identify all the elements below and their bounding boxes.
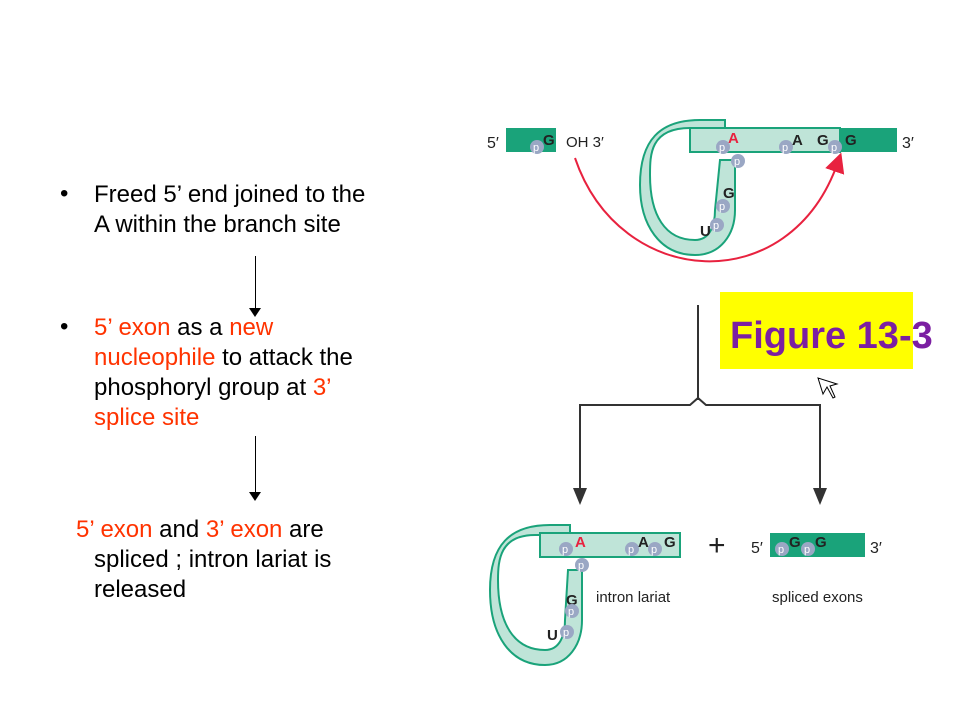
bottom-five-prime-label: 5′ [751,540,763,557]
top-g-exon: G [845,132,857,149]
flow-arrow-2-head [249,492,261,501]
result-three-prime-exon: 3’ exon [205,516,283,543]
top-p-circle-1 [716,140,730,154]
bottom-p-circle-5 [625,542,639,556]
result-are: are [282,516,324,543]
five-prime-exon-term: 5’ exon [94,314,171,341]
bullet-2-line-4: splice site [94,403,474,433]
spliced-exons-label: spliced exons [772,589,863,606]
bottom-exon-p-circle-1 [775,542,789,556]
flow-arrow-1-head [249,308,261,317]
bottom-p-1: p [562,544,568,556]
top-oh-label: OH 3′ [566,134,604,151]
bottom-p-circle-3 [565,604,579,618]
right-down-arrowhead [813,488,827,505]
bottom-p-4: p [563,627,569,639]
bracket [579,396,821,418]
bottom-p-circle-6 [648,542,662,556]
three-prime-term: 3’ [312,374,332,401]
nucleophile-term: nucleophile [94,344,216,371]
bottom-u: U [547,627,558,644]
bottom-exon-p-2: p [804,544,810,556]
bullet-marker-1: • [60,180,69,207]
bullet-2-line-2: nucleophile to attack the [94,343,474,373]
bottom-p-5: p [628,544,634,556]
flow-arrow-2-line [255,436,256,496]
figure-label: Figure 13-3 [730,315,933,357]
top-p-circle-6 [828,140,842,154]
plus-sign: + [708,529,726,562]
intron-lariat-label: intron lariat [596,589,671,606]
top-p-circle-2 [731,154,745,168]
cursor-icon [817,377,839,399]
top-g-mid: G [723,185,735,202]
bottom-lariat-loop [488,524,583,667]
bottom-p-6: p [651,544,657,556]
top-p-circle-3 [716,199,730,213]
top-p-3: p [719,201,725,213]
bottom-g-mid: G [566,592,578,609]
top-left-g: G [543,132,555,149]
result-line-2: spliced ; intron lariat is [94,546,332,573]
bullet-2-text: 5’ exon as a new nucleophile to attack t… [94,313,474,433]
bullet-1-line-2: A within the branch site [94,211,341,238]
bottom-p-circle-4 [560,625,574,639]
top-a-right: A [792,132,803,149]
bottom-exon-p-1: p [778,544,784,556]
top-p-circle-5 [779,140,793,154]
top-left-p: p [533,142,539,154]
top-u: U [700,223,711,240]
top-five-prime-label: 5′ [487,135,499,152]
top-lariat-bar [689,127,841,153]
bottom-p-circle-2 [575,558,589,572]
bottom-exon-g-1: G [789,534,801,551]
top-left-p-circle [530,140,544,154]
bottom-g-right: G [664,534,676,551]
top-p-circle-4 [710,218,724,232]
bullet-2-line-2-rest: to attack the [215,344,353,371]
result-line-3: released [94,576,187,603]
bullet-1-line-1: Freed 5’ end joined to the [94,181,366,208]
bottom-a-right: A [638,534,649,551]
result-line-1: 5’ exon and 3’ exon are [76,515,476,545]
bottom-three-prime-label: 3′ [870,540,882,557]
top-p-1: p [719,142,725,154]
new-term: new [229,314,274,341]
bottom-p-3: p [568,606,574,618]
bullet-2-line-1: 5’ exon as a new [94,313,474,343]
top-p-4: p [713,220,719,232]
bullet-2-line-3: phosphoryl group at 3’ [94,373,474,403]
bottom-p-circle-1 [559,542,573,556]
bottom-exon-g-2: G [815,534,827,551]
bullet-2-line-3-text: phosphoryl group at [94,374,313,401]
bullet-1-text: Freed 5’ end joined to the A within the … [94,180,474,240]
result-five-prime-exon: 5’ exon [76,516,153,543]
bullet-marker-2: • [60,313,69,340]
splice-site-term: splice site [94,404,200,431]
result-text: 5’ exon and 3’ exon are spliced ; intron… [76,515,476,605]
attack-arrow [574,152,845,263]
result-and: and [152,516,206,543]
top-lariat-loop [638,119,736,257]
top-g-right: G [817,132,829,149]
bottom-branch-a: A [575,534,586,551]
bottom-exon-p-circle-2 [801,542,815,556]
left-down-arrowhead [573,488,587,505]
top-p-6: p [831,142,837,154]
bullet-2-connector-text: as a [170,314,230,341]
bottom-p-2: p [578,560,584,572]
top-three-prime-label: 3′ [902,135,914,152]
figure-label-box [720,292,913,369]
flow-arrow-1-line [255,256,256,312]
top-branch-a: A [728,130,739,147]
top-right-exon [840,128,897,152]
top-p-5: p [782,142,788,154]
top-p-2: p [734,156,740,168]
